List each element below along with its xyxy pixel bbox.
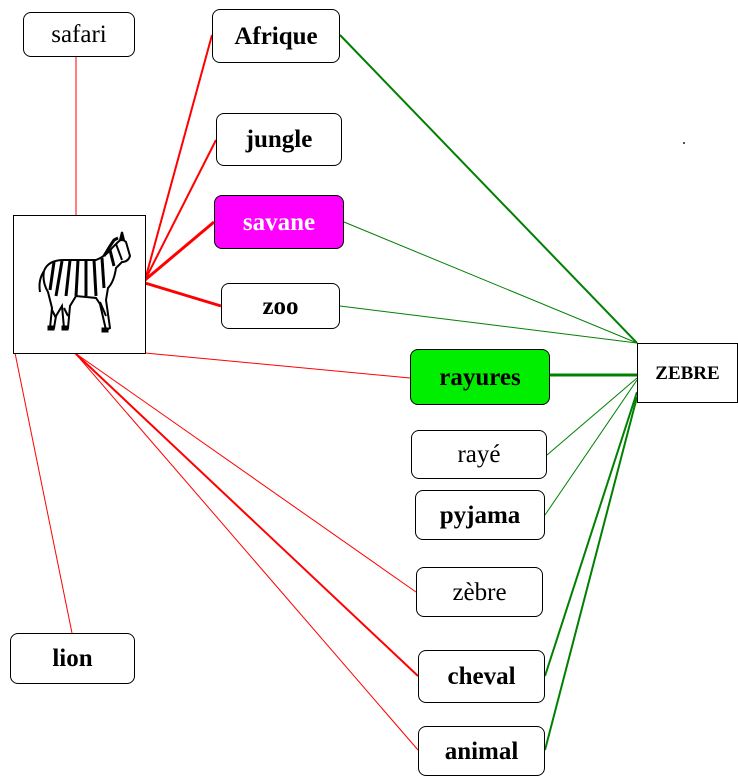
node-zebre[interactable]: zèbre	[416, 567, 543, 617]
node-jungle-label: jungle	[245, 126, 313, 153]
node-cheval[interactable]: cheval	[418, 650, 545, 703]
zebra-image-node[interactable]	[13, 215, 146, 354]
stray-dot	[683, 142, 685, 144]
node-savane-label: savane	[242, 208, 316, 236]
node-zebre-label: zèbre	[452, 578, 507, 606]
node-zebre-main[interactable]: ZEBRE	[637, 343, 738, 403]
zebra-icon	[38, 231, 132, 333]
node-cheval-label: cheval	[447, 663, 516, 690]
node-zebre-main-label: ZEBRE	[655, 362, 720, 384]
node-savane[interactable]: savane	[214, 195, 344, 249]
link-image-zebre	[74, 352, 417, 593]
node-safari[interactable]: safari	[23, 12, 135, 57]
link-zebre-animal	[544, 396, 638, 751]
node-afrique[interactable]: Afrique	[212, 9, 340, 63]
node-pyjama[interactable]: pyjama	[415, 490, 545, 540]
node-zoo[interactable]: zoo	[221, 283, 340, 329]
node-rayures-label: rayures	[439, 363, 521, 391]
link-image-lion	[14, 352, 73, 634]
node-lion-label: lion	[52, 645, 93, 672]
node-jungle[interactable]: jungle	[216, 113, 342, 166]
link-image-zoo	[144, 281, 222, 308]
node-rayures[interactable]: rayures	[410, 349, 550, 405]
node-raye-label: rayé	[457, 441, 501, 468]
link-image-jungle	[144, 139, 217, 281]
link-zebre-zoo	[339, 305, 638, 344]
node-safari-label: safari	[51, 21, 107, 48]
link-image-cheval	[74, 352, 419, 677]
node-raye[interactable]: rayé	[411, 430, 547, 479]
link-image-animal	[74, 352, 419, 751]
node-lion[interactable]: lion	[10, 633, 135, 684]
node-zoo-label: zoo	[262, 292, 299, 320]
node-afrique-label: Afrique	[234, 22, 318, 50]
link-image-afrique	[144, 34, 213, 281]
link-zebre-savane	[343, 221, 638, 344]
link-zebre-raye	[546, 377, 638, 456]
node-animal-label: animal	[444, 737, 519, 765]
link-zebre-cheval	[544, 391, 638, 677]
node-animal[interactable]: animal	[418, 726, 545, 776]
node-pyjama-label: pyjama	[439, 501, 521, 529]
link-zebre-afrique	[339, 34, 638, 344]
link-image-rayures	[144, 352, 411, 379]
link-zebre-pyjama	[544, 379, 638, 516]
link-image-savane	[144, 220, 215, 282]
